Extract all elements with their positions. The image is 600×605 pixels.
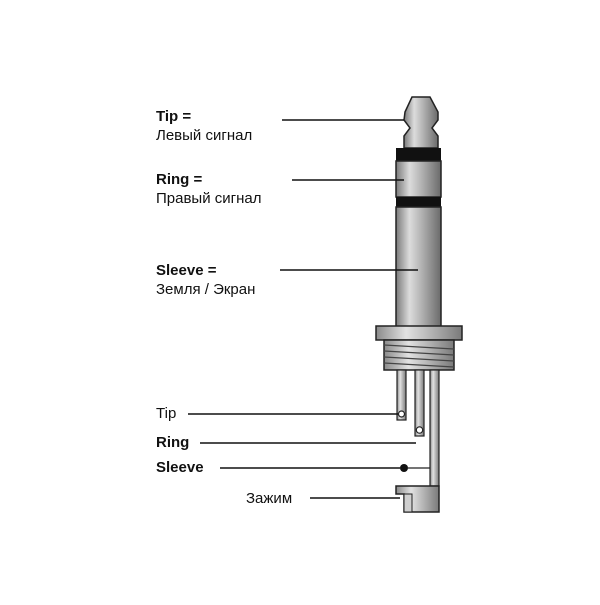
sleeve-title: Sleeve =	[156, 262, 217, 279]
sleeve-terminal-label: Sleeve	[156, 459, 204, 476]
tip-terminal-label: Tip	[156, 405, 177, 422]
ring-terminal-lug	[414, 369, 425, 437]
sleeve-contact	[395, 206, 442, 328]
clamp-label: Зажим	[246, 490, 293, 507]
cable-clamp	[395, 485, 440, 513]
tip-title: Tip =	[156, 108, 192, 125]
leader-lines	[188, 119, 418, 499]
ring-title: Ring =	[156, 171, 203, 188]
tip-terminal-lug	[396, 369, 407, 421]
sleeve-description: Земля / Экран	[156, 281, 256, 298]
ring-contact	[395, 160, 442, 198]
thread-lines	[383, 344, 455, 368]
sleeve-solder-point	[400, 464, 408, 472]
ring-terminal-label: Ring	[156, 434, 190, 451]
collar	[375, 325, 463, 341]
tip-insulator	[396, 148, 441, 161]
ring-insulator	[396, 197, 441, 207]
ring-description: Правый сигнал	[156, 190, 262, 207]
tip-contact	[403, 96, 439, 149]
tip-description: Левый сигнал	[156, 127, 253, 144]
sleeve-terminal-lug	[429, 369, 440, 487]
